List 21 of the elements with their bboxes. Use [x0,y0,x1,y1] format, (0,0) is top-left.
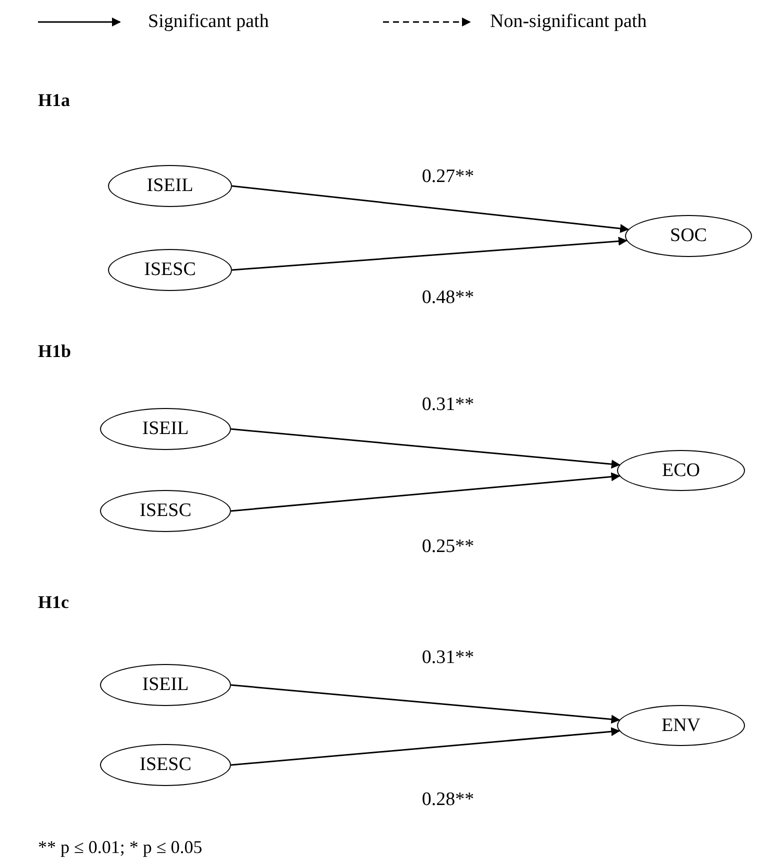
construct-ellipse: ISESC [108,249,232,291]
construct-ellipse: SOC [625,215,752,257]
arrow [230,727,620,766]
construct-ellipse: ISEIL [108,165,232,207]
legend-text: Non-significant path [490,11,647,33]
arrow [232,236,628,271]
construct-ellipse: ISEIL [100,408,231,450]
footnote: ** p ≤ 0.01; * p ≤ 0.05 [38,837,202,858]
arrow [230,684,620,724]
construct-ellipse: ECO [617,450,745,491]
arrow [232,185,630,233]
hypothesis-heading: H1c [38,592,69,613]
construct-ellipse: ISESC [100,744,231,786]
construct-ellipse: ISESC [100,490,231,532]
hypothesis-heading: H1a [38,90,70,111]
legend-text: Significant path [148,11,269,33]
hypothesis-heading: H1b [38,341,72,362]
construct-ellipse: ENV [617,705,745,746]
arrow [230,428,620,469]
arrow [230,472,620,512]
construct-ellipse: ISEIL [100,664,231,706]
